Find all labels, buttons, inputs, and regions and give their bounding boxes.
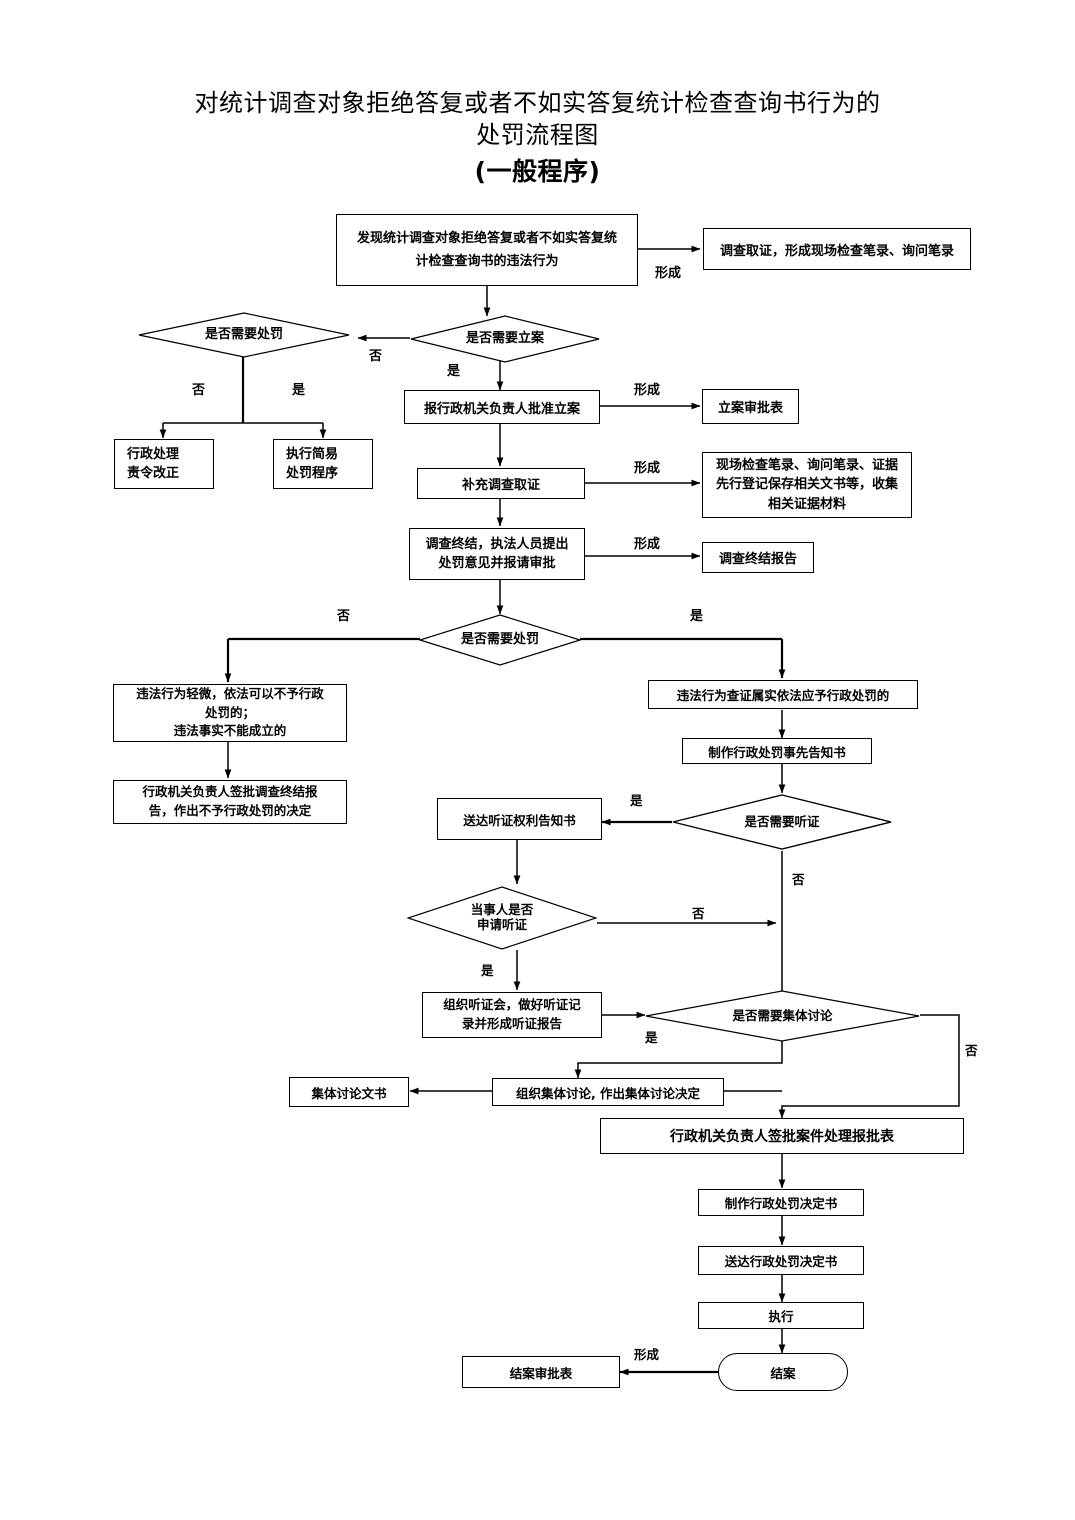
edge-label-yes-punish-mid: 是 — [690, 609, 704, 624]
edge-label-no-hearing: 否 — [792, 872, 805, 887]
node-investigation-concluded[interactable]: 调查终结，执法人员提出 处罚意见并报请审批 — [409, 528, 585, 580]
decision-party-apply-hearing-label: 当事人是否 申请听证 — [470, 902, 534, 932]
edge-label-no-filing: 否 — [369, 349, 383, 364]
node-investigate-evidence[interactable]: 调查取证，形成现场检查笔录、询问笔录 — [703, 228, 971, 270]
node-organize-collective-discussion[interactable]: 组织集体讨论, 作出集体讨论决定 — [492, 1078, 724, 1106]
node-evidence-materials[interactable]: 现场检查笔录、询问笔录、证据 先行登记保存相关文书等，收集 相关证据材料 — [702, 452, 912, 518]
decision-need-punish-mid[interactable]: 是否需要处罚 — [419, 614, 581, 666]
node-report-approve-filing[interactable]: 报行政机关负责人批准立案 — [404, 390, 600, 424]
decision-need-hearing-label: 是否需要听证 — [744, 813, 820, 829]
node-deliver-hearing-right[interactable]: 送达听证权利告知书 — [437, 798, 602, 840]
node-organize-hearing[interactable]: 组织听证会，做好听证记 录并形成听证报告 — [422, 992, 602, 1038]
node-execute[interactable]: 执行 — [698, 1302, 864, 1329]
decision-party-apply-hearing[interactable]: 当事人是否 申请听证 — [407, 886, 597, 950]
node-conclusion-report[interactable]: 调查终结报告 — [702, 542, 814, 573]
node-admin-handle-correct[interactable]: 行政处理 责令改正 — [114, 439, 214, 489]
edge-label-form-evidence: 形成 — [655, 266, 682, 281]
decision-need-collective-discussion-label: 是否需要集体讨论 — [732, 1007, 833, 1023]
edge-label-yes-punish-top: 是 — [292, 383, 306, 398]
node-verified-violation[interactable]: 违法行为查证属实依法应予行政处罚的 — [648, 680, 918, 709]
decision-need-punish-top[interactable]: 是否需要处罚 — [138, 312, 350, 358]
edge-label-yes-hearing: 是 — [630, 793, 643, 808]
node-sign-case-report[interactable]: 行政机关负责人签批案件处理报批表 — [600, 1118, 964, 1154]
node-simple-procedure[interactable]: 执行简易 处罚程序 — [273, 439, 373, 489]
decision-need-punish-top-label: 是否需要处罚 — [204, 327, 283, 343]
decision-need-case-filing-label: 是否需要立案 — [465, 331, 544, 347]
title-line-1: 对统计调查对象拒绝答复或者不如实答复统计检查查询书行为的 — [194, 89, 881, 117]
edge-label-form-evidence-materials: 形成 — [634, 461, 661, 476]
edge-label-no-apply-hearing: 否 — [692, 906, 705, 921]
decision-need-collective-discussion[interactable]: 是否需要集体讨论 — [645, 990, 920, 1042]
edge-label-no-collective: 否 — [965, 1043, 978, 1058]
edge-label-form-filing-table: 形成 — [634, 383, 661, 398]
node-collective-discussion-doc[interactable]: 集体讨论文书 — [289, 1077, 409, 1107]
edge-label-no-punish-mid: 否 — [337, 609, 351, 624]
node-supplement-investigation[interactable]: 补充调查取证 — [417, 468, 585, 499]
node-start-violation[interactable]: 发现统计调查对象拒绝答复或者不如实答复统 计检查查询书的违法行为 — [336, 214, 638, 286]
title-line-2: 处罚流程图 — [476, 120, 599, 149]
edge-label-no-punish-top: 否 — [192, 383, 206, 398]
node-make-penalty-decision[interactable]: 制作行政处罚决定书 — [698, 1189, 864, 1216]
edge-label-yes-collective: 是 — [645, 1030, 658, 1045]
edge-label-form-close-case: 形成 — [634, 1347, 660, 1362]
edge-label-yes-filing: 是 — [447, 364, 461, 379]
node-close-case[interactable]: 结案 — [718, 1353, 848, 1391]
decision-need-case-filing[interactable]: 是否需要立案 — [410, 315, 600, 363]
node-deliver-penalty-decision[interactable]: 送达行政处罚决定书 — [698, 1246, 864, 1275]
node-close-case-form[interactable]: 结案审批表 — [462, 1356, 620, 1388]
decision-need-hearing[interactable]: 是否需要听证 — [672, 794, 892, 850]
node-no-punish-decision[interactable]: 行政机关负责人签批调查终结报 告，作出不予行政处罚的决定 — [113, 780, 347, 824]
node-filing-approval-form[interactable]: 立案审批表 — [702, 389, 799, 424]
edge-label-form-conclusion-report: 形成 — [634, 537, 661, 552]
page-title: 对统计调查对象拒绝答复或者不如实答复统计检查查询书行为的 处罚流程图 (一般程序… — [0, 88, 1075, 188]
decision-need-punish-mid-label: 是否需要处罚 — [460, 632, 539, 648]
node-minor-violation[interactable]: 违法行为轻微，依法可以不予行政 处罚的； 违法事实不能成立的 — [113, 684, 347, 742]
edge-label-yes-apply-hearing: 是 — [481, 963, 494, 978]
title-subtitle-procedure: (一般程序) — [474, 157, 601, 187]
node-prior-notice[interactable]: 制作行政处罚事先告知书 — [682, 738, 872, 764]
